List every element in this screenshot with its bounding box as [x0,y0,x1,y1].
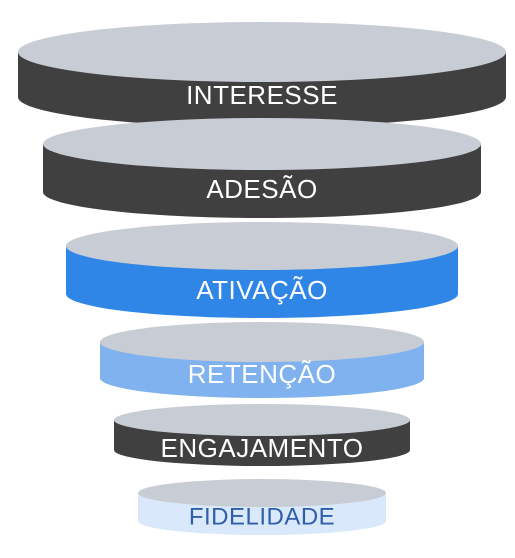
funnel-stage-engajamento: ENGAJAMENTO [114,404,410,466]
funnel-stage-ativacao: ATIVAÇÃO [66,222,458,318]
stage-label-fidelidade: FIDELIDADE [189,503,335,530]
funnel-stage-interesse: INTERESSE [18,22,506,127]
stage-label-interesse: INTERESSE [186,80,338,110]
funnel-stage-adesao: ADESÃO [43,118,481,218]
stage-label-engajamento: ENGAJAMENTO [161,433,364,463]
stage-label-adesao: ADESÃO [206,174,317,204]
funnel-stage-fidelidade: FIDELIDADE [138,479,386,535]
stage-label-retencao: RETENÇÃO [188,359,336,389]
stage-label-ativacao: ATIVAÇÃO [196,275,328,305]
funnel-stage-retencao: RETENÇÃO [100,322,424,398]
